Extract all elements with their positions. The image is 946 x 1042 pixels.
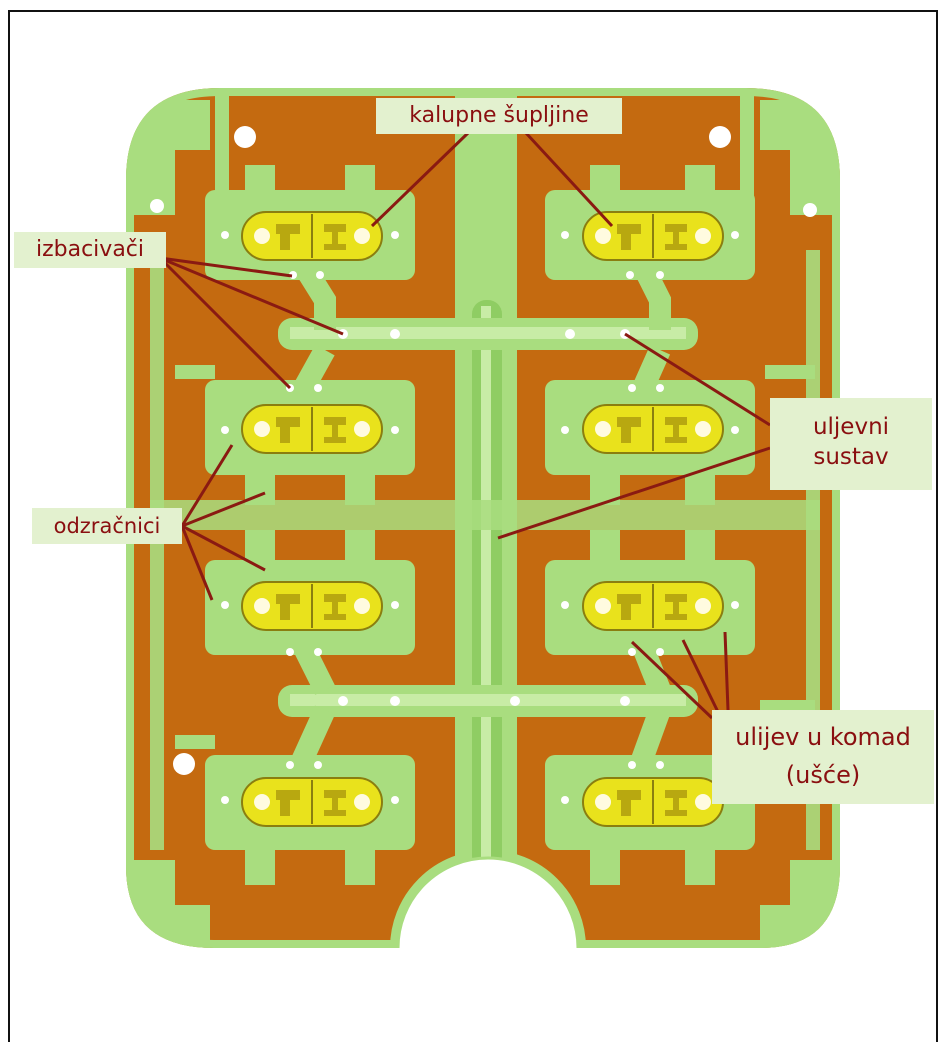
cavity-insert bbox=[241, 211, 383, 261]
leader-gate bbox=[630, 640, 714, 720]
label-vents: odzračnici bbox=[32, 508, 182, 544]
label-gate-line1: ulijev u komad bbox=[735, 723, 911, 751]
label-runner-line1: uljevni bbox=[812, 414, 890, 440]
label-mold-cavities-text: kalupne šupljine bbox=[409, 103, 589, 128]
mounting-hole bbox=[150, 199, 164, 213]
label-ejectors-text: izbacivači bbox=[35, 237, 145, 262]
label-gate: ulijev u komad (ušće) bbox=[712, 710, 934, 804]
leader-runner bbox=[624, 332, 771, 427]
label-runner-line2: sustav bbox=[813, 444, 889, 470]
label-runner-system: uljevni sustav bbox=[770, 398, 932, 490]
leader-vents bbox=[180, 444, 234, 527]
cavity-inserts bbox=[241, 211, 724, 827]
cavity-insert bbox=[241, 404, 383, 454]
label-ejectors: izbacivači bbox=[14, 232, 166, 268]
leader-gate bbox=[681, 639, 720, 713]
cavity-insert bbox=[582, 581, 724, 631]
label-gate-line2: (ušće) bbox=[785, 761, 861, 789]
mounting-hole bbox=[173, 753, 195, 775]
leader-vents bbox=[181, 491, 266, 528]
leader-ejectors bbox=[158, 256, 292, 390]
leader-lines bbox=[158, 131, 771, 720]
mounting-hole bbox=[709, 126, 731, 148]
figure-frame bbox=[8, 10, 938, 1042]
bottom-cutout bbox=[396, 856, 580, 949]
leader-ejectors bbox=[159, 256, 293, 278]
leader-cavities bbox=[370, 131, 470, 228]
cavity-insert bbox=[582, 404, 724, 454]
leader-gate bbox=[723, 631, 730, 711]
leader-runner bbox=[497, 446, 771, 540]
mounting-hole bbox=[803, 203, 817, 217]
leader-ejectors bbox=[159, 256, 344, 336]
leader-vents bbox=[181, 524, 266, 572]
label-mold-cavities: kalupne šupljine bbox=[376, 98, 622, 134]
cavity-insert bbox=[582, 777, 724, 827]
mounting-hole bbox=[234, 126, 256, 148]
leader-vents bbox=[180, 525, 214, 601]
label-vents-text: odzračnici bbox=[53, 514, 161, 538]
cavity-insert bbox=[241, 777, 383, 827]
leader-cavities bbox=[524, 131, 614, 228]
mold-plate bbox=[126, 88, 840, 948]
cavity-insert bbox=[582, 211, 724, 261]
cavity-insert bbox=[241, 581, 383, 631]
